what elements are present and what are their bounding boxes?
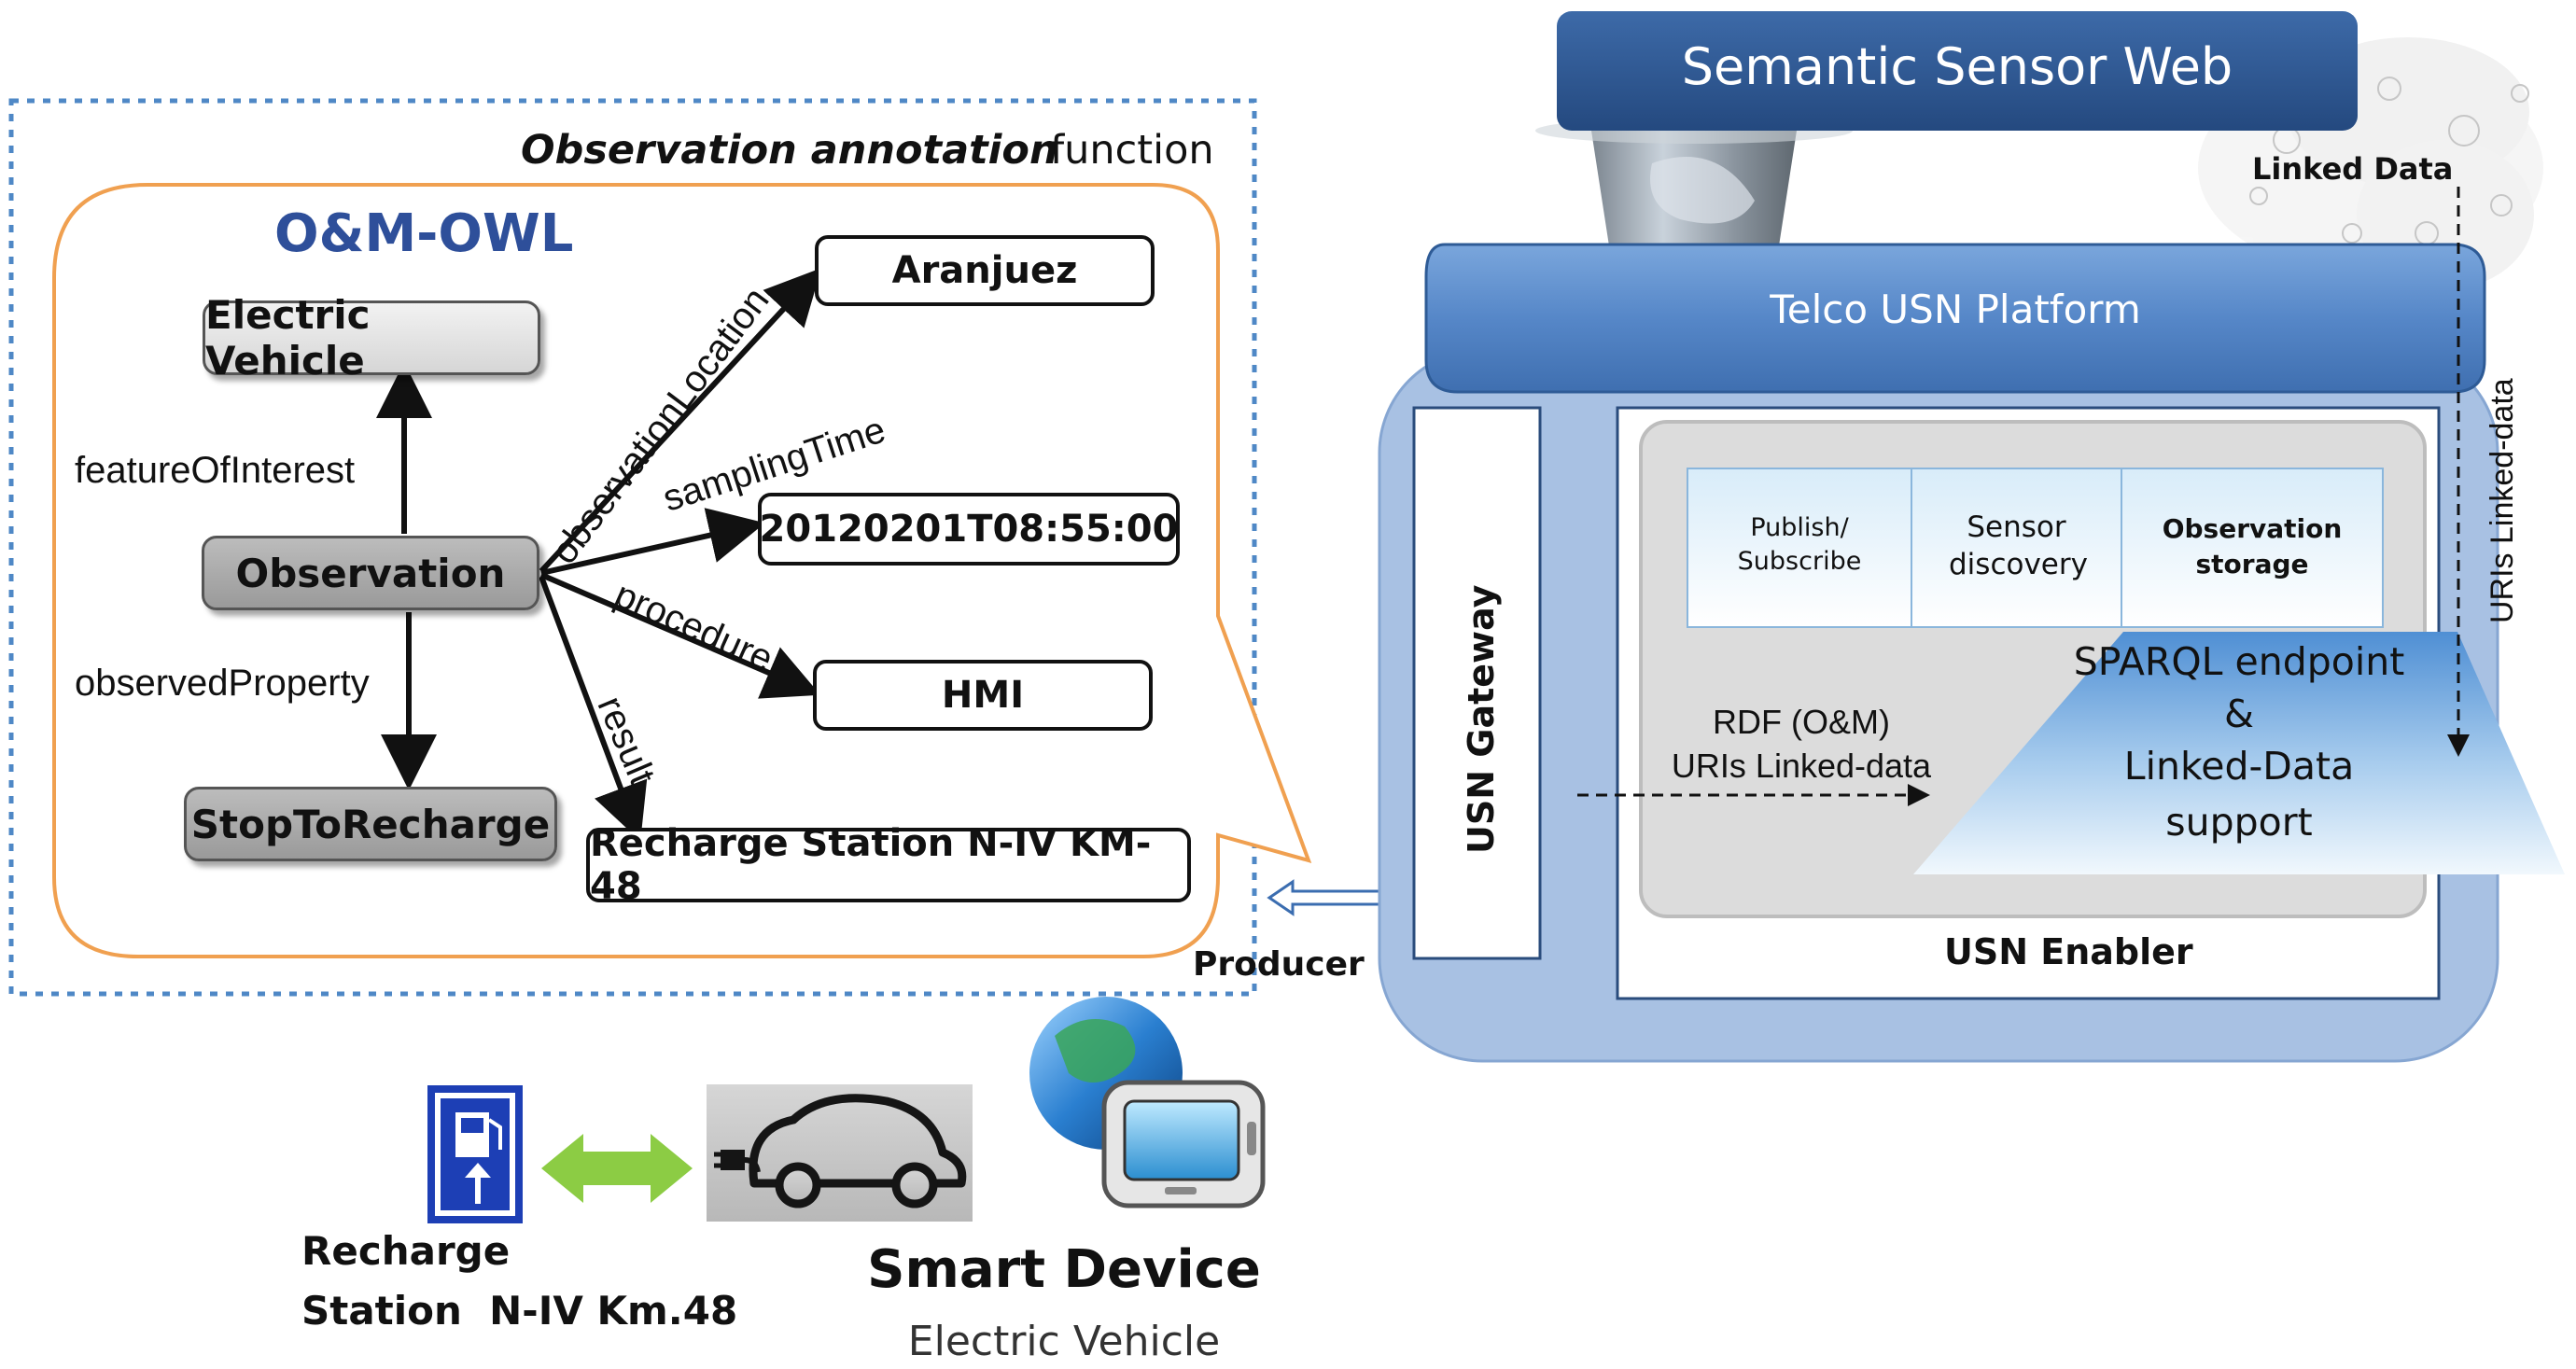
tab-observation-storage: Observation storage <box>2162 513 2343 580</box>
recharge-caption-line-1: Recharge <box>301 1228 511 1274</box>
rdf-label: RDF (O&M) <box>1713 703 1890 741</box>
semantic-sensor-web-box <box>1557 11 2358 131</box>
telco-usn-platform-band <box>1424 243 2486 394</box>
smart-device-icon <box>1029 997 1266 1208</box>
node-electric-vehicle: Electric Vehicle <box>203 292 540 384</box>
telco-usn-platform-title: Telco USN Platform <box>1770 286 2141 332</box>
green-link-arrow <box>541 1134 693 1203</box>
usn-gateway-column <box>1412 406 1542 960</box>
tab-sensor-discovery-bg <box>1911 468 2122 628</box>
sparql-line-2: & <box>2224 691 2254 736</box>
edge-observation-location <box>539 268 822 574</box>
node-recharge-station: Recharge Station N-IV KM-48 <box>586 822 1191 908</box>
electric-vehicle-caption: Electric Vehicle <box>907 1318 1221 1365</box>
node-sampling-value: 20120201T08:55:00 <box>758 493 1180 566</box>
edge-sampling-time <box>540 508 765 576</box>
tab-publish-subscribe-bg <box>1687 468 1912 628</box>
usn-gateway-label: USN Gateway <box>1461 584 1502 854</box>
usn-enabler-label: USN Enabler <box>1944 931 2193 972</box>
sparql-line-1: SPARQL endpoint <box>2073 639 2405 684</box>
function-title-plain: function <box>1050 127 1214 174</box>
uris-linked-data-vertical: URIs Linked-data <box>2485 378 2520 623</box>
smart-device-caption: Smart Device <box>867 1239 1261 1300</box>
node-stop-to-recharge: StopToRecharge <box>184 787 557 861</box>
uris-label: URIs Linked-data <box>1671 747 1932 785</box>
tab-publish-subscribe: Publish/ Subscribe <box>1737 513 1862 576</box>
sparql-line-4: support <box>2165 800 2313 845</box>
electric-car-icon <box>707 1084 973 1222</box>
recharge-caption-line-2: Station N-IV Km.48 <box>301 1288 738 1334</box>
ontology-callout <box>52 183 1312 958</box>
producer-label: Producer <box>1193 945 1365 984</box>
semantic-sensor-web-title: Semantic Sensor Web <box>1681 37 2233 96</box>
edge-result <box>539 575 648 842</box>
edge-procedure <box>539 572 821 699</box>
node-observation: Observation <box>202 536 539 610</box>
tab-observation-storage-bg <box>2121 468 2384 628</box>
node-aranjuez: Aranjuez <box>815 235 1155 306</box>
function-title-italic: Observation annotation <box>521 127 1058 174</box>
tab-sensor-discovery: Sensor discovery <box>1949 510 2088 581</box>
node-hmi: HMI <box>813 660 1153 731</box>
label-observed-property: observedProperty <box>75 663 370 704</box>
sparql-line-3: Linked-Data <box>2123 744 2355 789</box>
annotation-function-frame <box>8 98 1257 997</box>
label-feature-of-interest: featureOfInterest <box>75 450 356 491</box>
linked-data-label: Linked Data <box>2252 151 2454 187</box>
sparql-endpoint-shape <box>1913 632 2565 874</box>
recharge-station-icon <box>427 1085 523 1223</box>
ontology-title: O&M-OWL <box>274 203 574 264</box>
